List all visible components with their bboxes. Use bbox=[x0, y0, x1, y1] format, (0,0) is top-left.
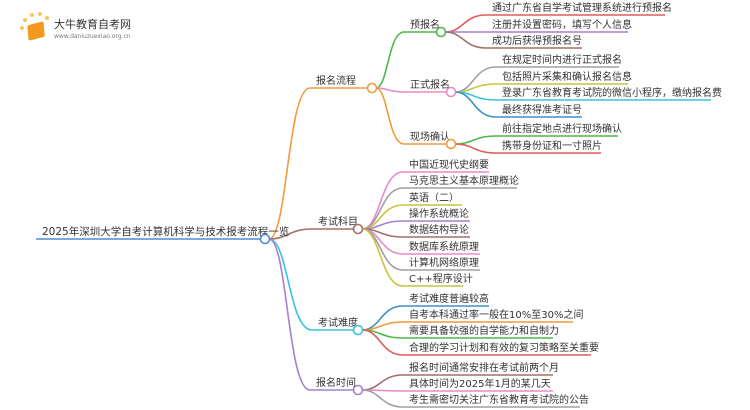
time-item-connector bbox=[361, 389, 404, 408]
difficulty-item: 合理的学习计划和有效的复习策略至关重要 bbox=[409, 341, 599, 354]
onsite-item-connector bbox=[454, 135, 497, 145]
sub-onsite: 现场确认 bbox=[410, 130, 450, 143]
formal-item-connector bbox=[454, 83, 497, 93]
sub-pre: 预报名 bbox=[410, 18, 440, 31]
branch-process-connector bbox=[268, 87, 311, 240]
subject-item: 数据库系统原理 bbox=[409, 240, 479, 253]
labels: 2025年深圳大学自考计算机科学与技术报考流程一览 报名流程考试科目考试难度报名时… bbox=[42, 1, 722, 406]
node-dots bbox=[259, 26, 457, 396]
branch-difficulty-connector bbox=[268, 238, 313, 331]
root-title: 2025年深圳大学自考计算机科学与技术报考流程一览 bbox=[42, 225, 289, 238]
pre-item: 注册并设置密码，填写个人信息 bbox=[492, 18, 632, 31]
onsite-item-connector bbox=[454, 143, 497, 154]
time-item: 考生需密切关注广东省教育考试院的公告 bbox=[409, 393, 589, 406]
branch-subjects: 考试科目 bbox=[318, 215, 358, 228]
branch-difficulty-node-circle bbox=[352, 324, 364, 336]
difficulty-item-connector bbox=[361, 305, 404, 331]
branch-process: 报名流程 bbox=[316, 74, 356, 87]
formal-item: 登录广东省教育考试院的微信小程序，缴纳报名费 bbox=[502, 86, 722, 99]
difficulty-item: 考试难度普遍较高 bbox=[409, 292, 489, 305]
formal-item: 包括照片采集和确认报名信息 bbox=[502, 70, 632, 83]
time-item: 报名时间通常安排在考试前两个月 bbox=[409, 361, 559, 374]
branch-subjects-connector bbox=[268, 228, 313, 240]
onsite-item: 前往指定地点进行现场确认 bbox=[502, 122, 622, 135]
difficulty-item: 自考本科通过率一般在10%至30%之间 bbox=[409, 308, 583, 321]
connectors bbox=[36, 14, 711, 408]
subject-item-connector bbox=[361, 171, 404, 230]
subject-item: 中国近现代史纲要 bbox=[409, 158, 489, 171]
subject-item-connector bbox=[361, 187, 404, 230]
subject-item-connector bbox=[361, 228, 404, 287]
branch-time: 报名时间 bbox=[316, 376, 356, 389]
subject-item: 数据结构导论 bbox=[409, 223, 469, 236]
site-logo: 大牛教育自考网 www.daniuzuexiao.org.cn bbox=[18, 12, 178, 48]
sub-pre-connector bbox=[375, 31, 405, 89]
time-item-connector bbox=[361, 374, 404, 391]
subject-item: 操作系统概论 bbox=[409, 207, 469, 220]
logo-url: www.daniuzuexiao.org.cn bbox=[54, 33, 131, 40]
branch-difficulty: 考试难度 bbox=[318, 316, 358, 329]
subject-item-connector bbox=[361, 228, 404, 271]
subject-item: 英语（二） bbox=[409, 191, 459, 204]
subject-item: 马克思主义基本原理概论 bbox=[409, 174, 519, 187]
branch-process-node-circle bbox=[366, 82, 378, 94]
pre-item: 成功后获得预报名号 bbox=[492, 34, 582, 47]
formal-item: 最终获得准考证号 bbox=[502, 103, 582, 116]
difficulty-item-connector bbox=[361, 321, 404, 331]
sub-onsite-connector bbox=[375, 87, 405, 145]
logo-title: 大牛教育自考网 bbox=[54, 18, 131, 31]
sub-onsite-node-circle bbox=[445, 138, 457, 150]
time-item: 具体时间为2025年1月的某几天 bbox=[409, 377, 551, 390]
branch-time-connector bbox=[268, 238, 311, 391]
difficulty-item: 需要具备较强的自学能力和自制力 bbox=[409, 324, 559, 337]
sub-formal-node-circle bbox=[445, 86, 457, 98]
subject-item: C++程序设计 bbox=[409, 272, 473, 285]
difficulty-item-connector bbox=[361, 329, 404, 356]
onsite-item: 携带身份证和一寸照片 bbox=[502, 139, 602, 152]
pre-item: 通过广东省自学考试管理系统进行预报名 bbox=[492, 1, 672, 14]
root-title-node-circle bbox=[259, 233, 271, 245]
branch-time-node-circle bbox=[352, 384, 364, 396]
pre-item-connector bbox=[444, 31, 487, 49]
formal-item-connector bbox=[454, 91, 497, 118]
branch-subjects-node-circle bbox=[352, 223, 364, 235]
sub-pre-node-circle bbox=[435, 26, 447, 38]
formal-item: 在规定时间内进行正式报名 bbox=[502, 53, 622, 66]
subject-item: 计算机网络原理 bbox=[409, 256, 479, 269]
sub-formal: 正式报名 bbox=[410, 78, 450, 91]
pre-item-connector bbox=[444, 14, 487, 33]
subject-item-connector bbox=[361, 220, 404, 230]
subject-item-connector bbox=[361, 204, 404, 230]
